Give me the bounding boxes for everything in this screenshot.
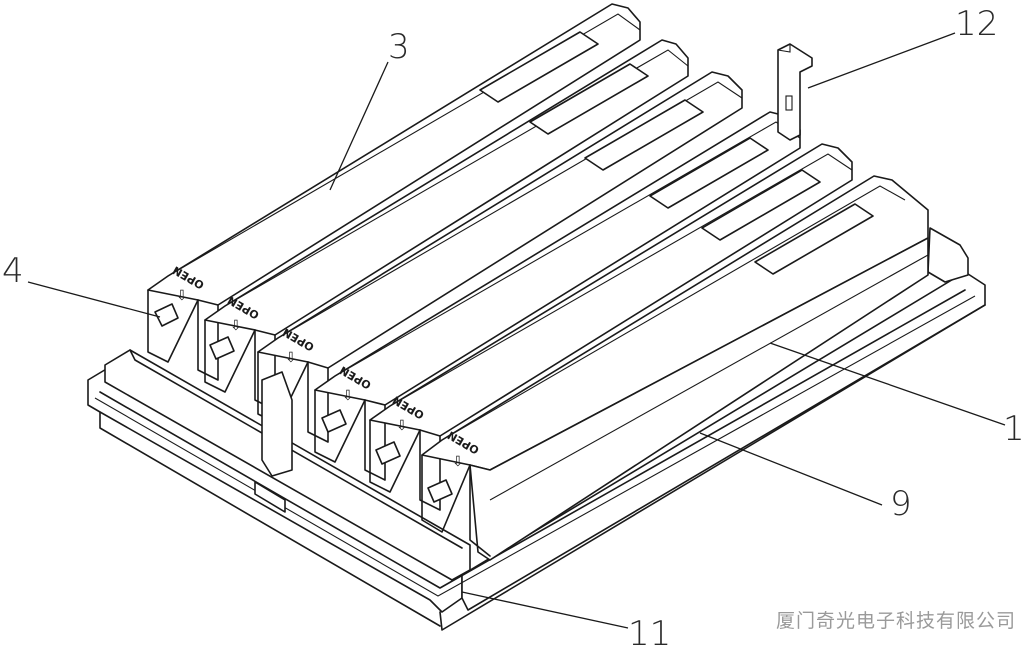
cartridge-6 [421, 175, 929, 561]
down-arrow-icon: ⇩ [285, 350, 297, 366]
callout-9: 9 [890, 484, 912, 524]
down-arrow-icon: ⇩ [342, 388, 354, 404]
callout-12: 12 [955, 4, 998, 44]
base-tray [87, 227, 986, 631]
leader-11 [461, 591, 629, 629]
down-arrow-icon: ⇩ [452, 454, 464, 470]
cartridge-1 [147, 3, 641, 381]
callout-11: 11 [628, 614, 671, 653]
leader-1 [769, 342, 1006, 426]
leader-lines [27, 32, 1006, 629]
callout-numbers: 3 12 4 1 9 11 [2, 4, 1024, 653]
leader-4 [27, 281, 161, 318]
callout-3: 3 [388, 27, 410, 67]
cartridge-array [147, 3, 929, 561]
callout-4: 4 [2, 251, 24, 291]
leader-12 [807, 32, 956, 89]
company-watermark: 厦门奇光电子科技有限公司 [775, 610, 1016, 632]
down-arrow-icon: ⇩ [176, 288, 188, 304]
cartridge-5 [369, 143, 853, 511]
cartridge-3 [257, 71, 743, 477]
leader-3 [329, 61, 389, 191]
leader-9 [699, 432, 883, 506]
callout-1: 1 [1003, 409, 1024, 449]
down-arrow-icon: ⇩ [230, 318, 242, 334]
down-arrow-icon: ⇩ [396, 418, 408, 434]
rear-post [777, 43, 813, 141]
cartridge-2 [204, 39, 689, 411]
